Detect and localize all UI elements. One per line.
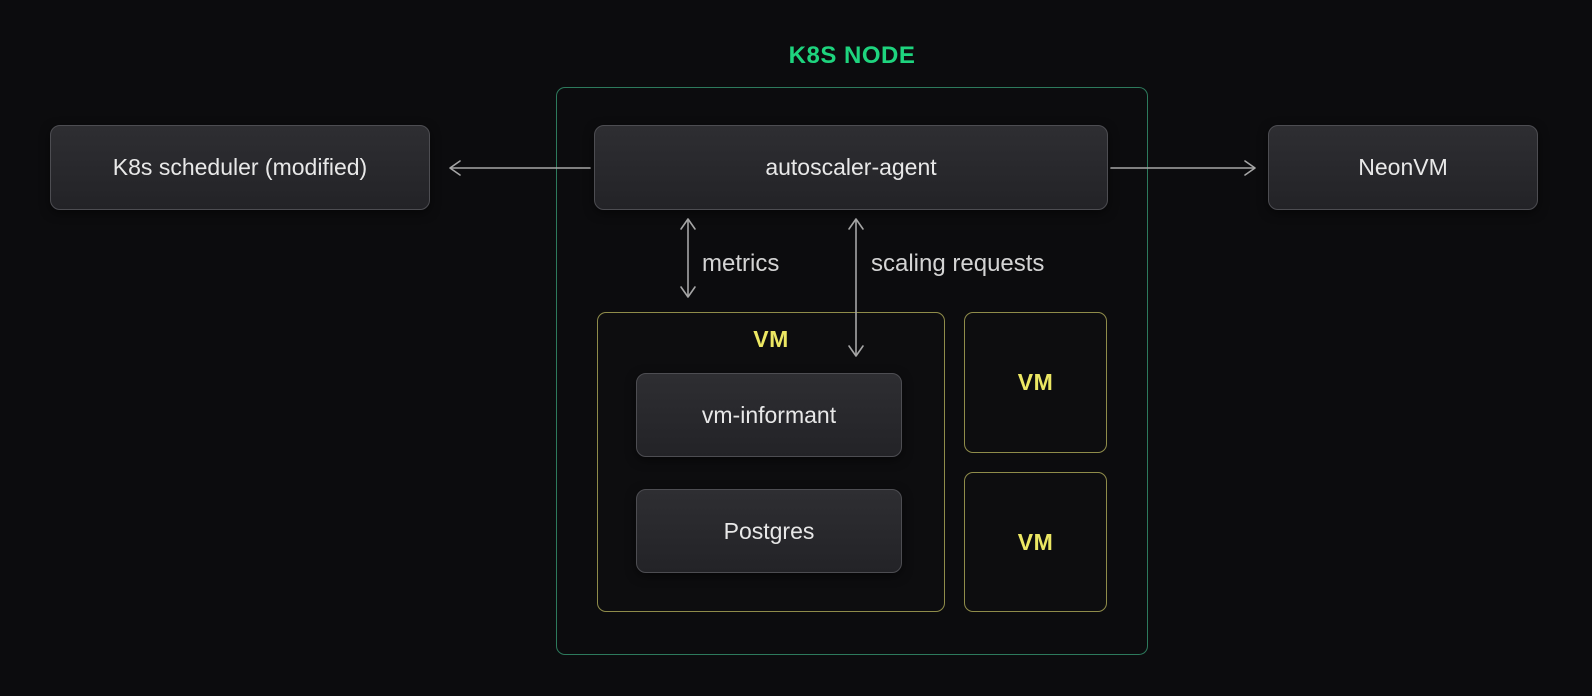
vm-small-label-2: VM bbox=[1017, 528, 1054, 555]
vm-small-box-1: VM bbox=[964, 312, 1107, 453]
scaling-requests-label: scaling requests bbox=[871, 250, 1045, 277]
k8s-node-title: K8S NODE bbox=[788, 42, 916, 69]
metrics-label: metrics bbox=[702, 250, 780, 277]
vm-small-box-2: VM bbox=[964, 472, 1107, 612]
vm-informant-label: vm-informant bbox=[701, 401, 837, 428]
scaling-requests-arrow bbox=[848, 218, 864, 357]
vm-group-label: VM bbox=[753, 326, 789, 352]
postgres-box: Postgres bbox=[636, 489, 902, 573]
vm-informant-box: vm-informant bbox=[636, 373, 902, 457]
neonvm-label: NeonVM bbox=[1358, 154, 1448, 180]
scheduler-label: K8s scheduler (modified) bbox=[112, 154, 368, 180]
autoscaler-agent-label: autoscaler-agent bbox=[765, 154, 937, 180]
k8s-node-group-box bbox=[556, 87, 1148, 655]
autoscaler-to-neonvm-arrow bbox=[1110, 160, 1256, 176]
autoscaler-to-scheduler-arrow bbox=[449, 160, 591, 176]
postgres-label: Postgres bbox=[723, 517, 815, 544]
scheduler-box: K8s scheduler (modified) bbox=[50, 125, 430, 210]
neonvm-box: NeonVM bbox=[1268, 125, 1538, 210]
autoscaler-agent-box: autoscaler-agent bbox=[594, 125, 1108, 210]
metrics-arrow bbox=[680, 218, 696, 298]
vm-small-label-1: VM bbox=[1017, 369, 1054, 395]
